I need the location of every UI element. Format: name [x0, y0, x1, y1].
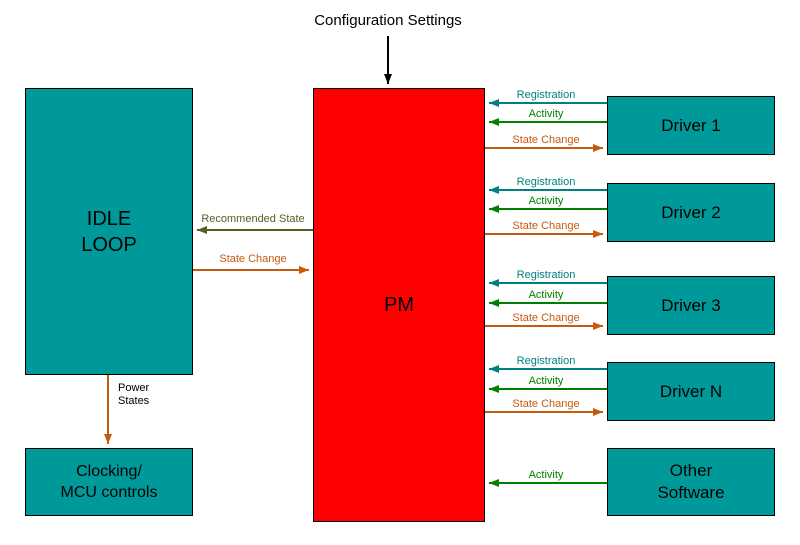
- label-state-change-driverN: State Change: [512, 398, 580, 410]
- idle-loop-label-line2: LOOP: [81, 233, 137, 256]
- label-state-change-driver3: State Change: [512, 312, 580, 324]
- label-recommended-state: Recommended State: [201, 213, 305, 225]
- driver-1-label: Driver 1: [661, 115, 721, 135]
- label-registration-driver3: Registration: [516, 269, 576, 281]
- driver-2-box: Driver 2: [607, 183, 775, 242]
- other-software-label-line2: Software: [657, 483, 725, 502]
- idle-loop-box: IDLE LOOP: [25, 88, 193, 375]
- label-activity-driverN: Activity: [528, 375, 564, 387]
- other-software-box: Other Software: [607, 448, 775, 516]
- driver-2-label: Driver 2: [661, 202, 721, 222]
- label-state-change-driver2: State Change: [512, 220, 580, 232]
- pm-label: PM: [384, 293, 414, 316]
- driver-n-box: Driver N: [607, 362, 775, 421]
- clocking-label-line1: Clocking/: [76, 463, 142, 480]
- idle-loop-label-line1: IDLE: [86, 207, 132, 230]
- label-power-states-line2: States: [118, 395, 150, 407]
- label-activity-driver3: Activity: [528, 289, 564, 301]
- label-power-states: Power States: [118, 382, 149, 408]
- label-activity-driver1: Activity: [528, 108, 564, 120]
- driver-3-label: Driver 3: [661, 295, 721, 315]
- label-registration-driver1: Registration: [516, 89, 576, 101]
- driver-3-box: Driver 3: [607, 276, 775, 335]
- clocking-mcu-controls-box: Clocking/ MCU controls: [25, 448, 193, 516]
- label-state-change-idle: State Change: [219, 253, 287, 265]
- label-state-change-driver1: State Change: [512, 134, 580, 146]
- pm-box: PM: [313, 88, 485, 522]
- clocking-label-line2: MCU controls: [60, 484, 158, 501]
- label-registration-driver2: Registration: [516, 176, 576, 188]
- driver-n-label: Driver N: [659, 381, 723, 401]
- driver-1-box: Driver 1: [607, 96, 775, 155]
- label-activity-other-software: Activity: [528, 469, 564, 481]
- label-registration-driverN: Registration: [516, 355, 576, 367]
- diagram-title: Configuration Settings: [314, 12, 462, 29]
- label-power-states-line1: Power: [118, 382, 150, 394]
- other-software-label-line1: Other: [669, 461, 713, 480]
- label-activity-driver2: Activity: [528, 195, 564, 207]
